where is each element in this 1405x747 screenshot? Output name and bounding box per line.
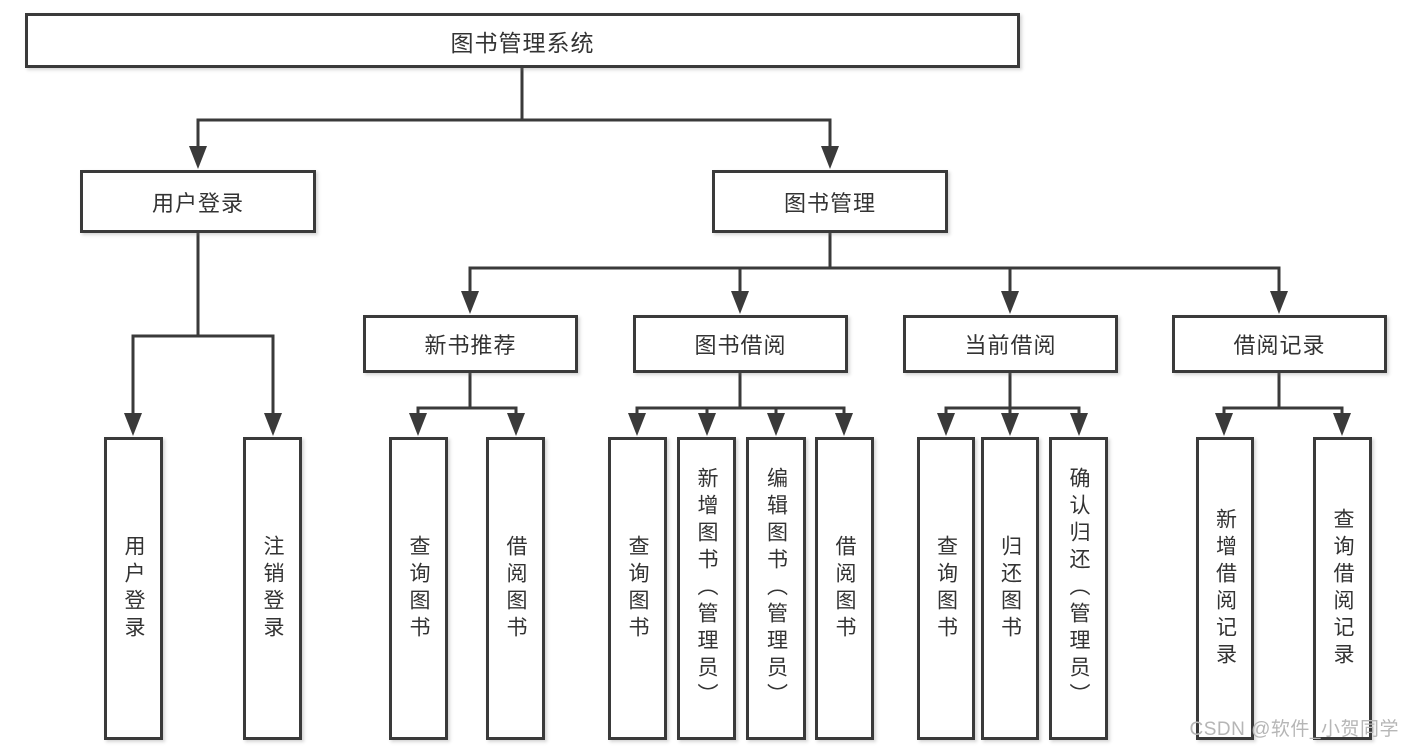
node-user-login: 用户登录 [80, 170, 316, 233]
node-new-book-recommend: 新书推荐 [363, 315, 578, 373]
connector-current-borrow-branch [944, 406, 1081, 415]
connector-borrow-records-branch [1222, 406, 1344, 415]
arrowhead-user-login [189, 146, 207, 169]
arrowhead-new-book-recommend [461, 291, 479, 314]
node-jy-add-book-admin: 新增图书（管理员） [677, 437, 736, 740]
node-jy-edit-book-admin: 编辑图书（管理员） [746, 437, 806, 740]
connector-new-book-branch [416, 406, 518, 415]
arrowhead-book-borrow [731, 291, 749, 314]
arrowhead-jy-edit [767, 413, 785, 436]
arrowhead-jl-query [1333, 413, 1351, 436]
node-library-management-system: 图书管理系统 [25, 13, 1020, 68]
arrowhead-current-borrow [1001, 291, 1019, 314]
connector-book-borrow-branch [635, 406, 846, 415]
arrowhead-book-mgmt [821, 146, 839, 169]
arrowhead-borrow-records [1270, 291, 1288, 314]
node-xs-query-books: 查询图书 [389, 437, 448, 740]
node-current-borrow: 当前借阅 [903, 315, 1118, 373]
connector-user-login-branch [131, 334, 275, 414]
node-jy-query-books: 查询图书 [608, 437, 667, 740]
arrowhead-xs-borrow [507, 413, 525, 436]
node-jl-query-borrow-record: 查询借阅记录 [1313, 437, 1372, 740]
arrowhead-dq-return [1001, 413, 1019, 436]
arrowhead-jy-query [628, 413, 646, 436]
node-xs-borrow-books: 借阅图书 [486, 437, 545, 740]
arrowhead-jy-add [698, 413, 716, 436]
node-jl-add-borrow-record: 新增借阅记录 [1196, 437, 1254, 740]
node-dq-return-books: 归还图书 [981, 437, 1039, 740]
node-dq-confirm-return-admin: 确认归还（管理员） [1049, 437, 1108, 740]
node-borrow-records: 借阅记录 [1172, 315, 1387, 373]
node-jy-borrow-books: 借阅图书 [815, 437, 874, 740]
arrowhead-xs-query [409, 413, 427, 436]
node-book-management: 图书管理 [712, 170, 948, 233]
csdn-watermark: CSDN @软件_小贺同学 [1189, 719, 1399, 740]
node-user-login-leaf: 用户登录 [104, 437, 163, 740]
connector-book-mgmt-branch [468, 266, 1281, 293]
arrowhead-jl-add [1215, 413, 1233, 436]
arrowhead-logout-leaf [264, 413, 282, 436]
node-dq-query-books: 查询图书 [917, 437, 975, 740]
node-logout-leaf: 注销登录 [243, 437, 302, 740]
arrowhead-dq-confirm [1070, 413, 1088, 436]
arrowhead-dq-query [937, 413, 955, 436]
arrowhead-user-login-leaf [124, 413, 142, 436]
connector-root-branch [196, 118, 832, 147]
arrowhead-jy-borrow [835, 413, 853, 436]
node-book-borrow: 图书借阅 [633, 315, 848, 373]
